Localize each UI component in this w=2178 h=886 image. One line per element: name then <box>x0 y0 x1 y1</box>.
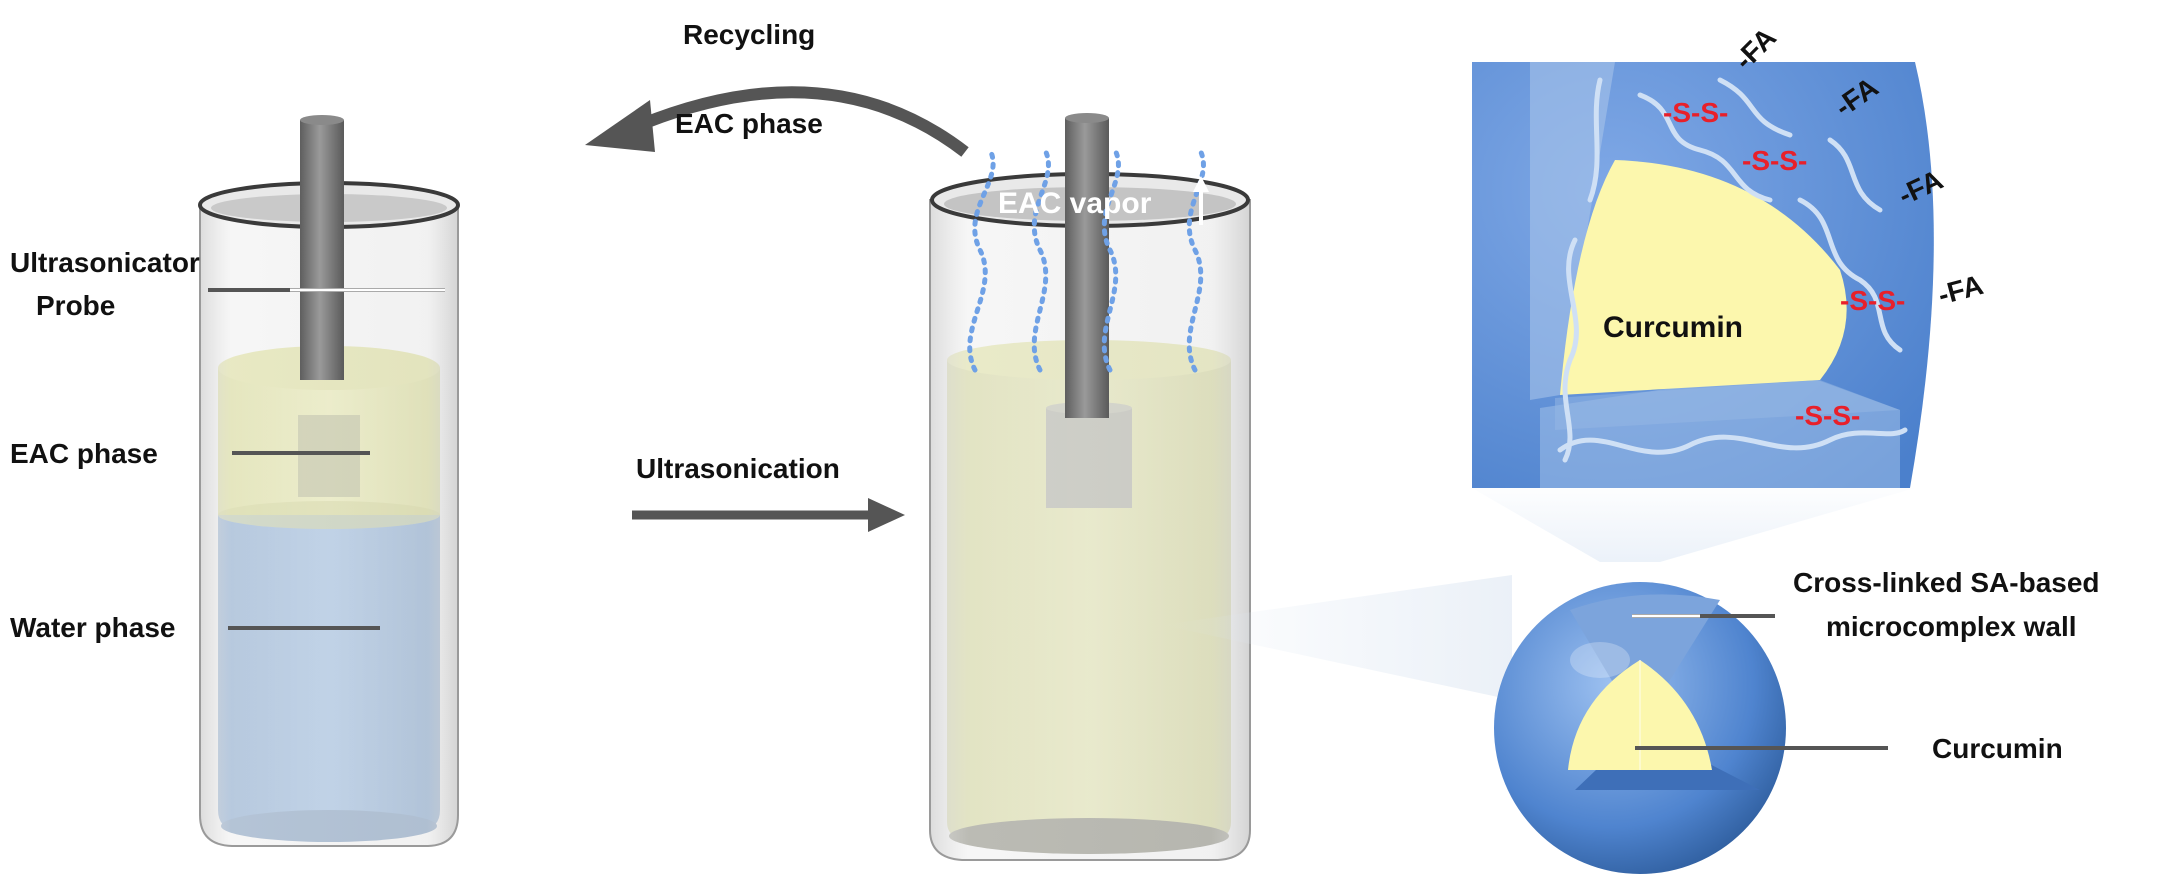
inset-cutaway: -S-S- -S-S- -S-S- -S-S- -FA -FA -FA -FA … <box>1472 22 1986 488</box>
sphere-curcumin-label: Curcumin <box>1932 733 2063 764</box>
eac-phase-arrow-label: EAC phase <box>675 108 823 139</box>
ss-bond-2: -S-S- <box>1742 145 1807 176</box>
ultrasonicator-label-1: Ultrasonicator <box>10 247 200 278</box>
ss-bond-1: -S-S- <box>1663 97 1728 128</box>
ultrasonication-label: Ultrasonication <box>636 453 840 484</box>
left-beaker-glass <box>199 204 459 847</box>
eac-vapor-label: EAC vapor <box>998 187 1152 220</box>
middle-probe <box>1065 118 1109 418</box>
middle-beaker <box>929 113 1251 861</box>
zoom-cone-up <box>1472 488 1915 562</box>
ss-bond-3: -S-S- <box>1840 285 1905 316</box>
wall-label-2: microcomplex wall <box>1826 611 2077 642</box>
ultrasonicator-label-2: Probe <box>36 290 115 321</box>
eac-phase-label: EAC phase <box>10 438 158 469</box>
microcapsule-sphere <box>1494 582 1786 874</box>
inset-curcumin-label: Curcumin <box>1603 311 1743 344</box>
sphere-core <box>1568 660 1712 770</box>
recycling-arrow <box>637 86 969 157</box>
left-beaker <box>198 115 460 847</box>
zoom-beam-left <box>1162 575 1512 700</box>
eac-vapor-lines <box>967 147 1206 373</box>
inset-core <box>1560 160 1847 395</box>
recycling-label: Recycling <box>683 19 815 50</box>
ss-bond-4: -S-S- <box>1795 400 1860 431</box>
middle-beaker-glass <box>929 199 1251 861</box>
fa-group-4: -FA <box>1935 269 1987 311</box>
left-probe <box>300 120 344 380</box>
wall-label-1: Cross-linked SA-based <box>1793 567 2100 598</box>
water-phase-label: Water phase <box>10 612 175 643</box>
polymer-chains <box>1557 77 1908 463</box>
